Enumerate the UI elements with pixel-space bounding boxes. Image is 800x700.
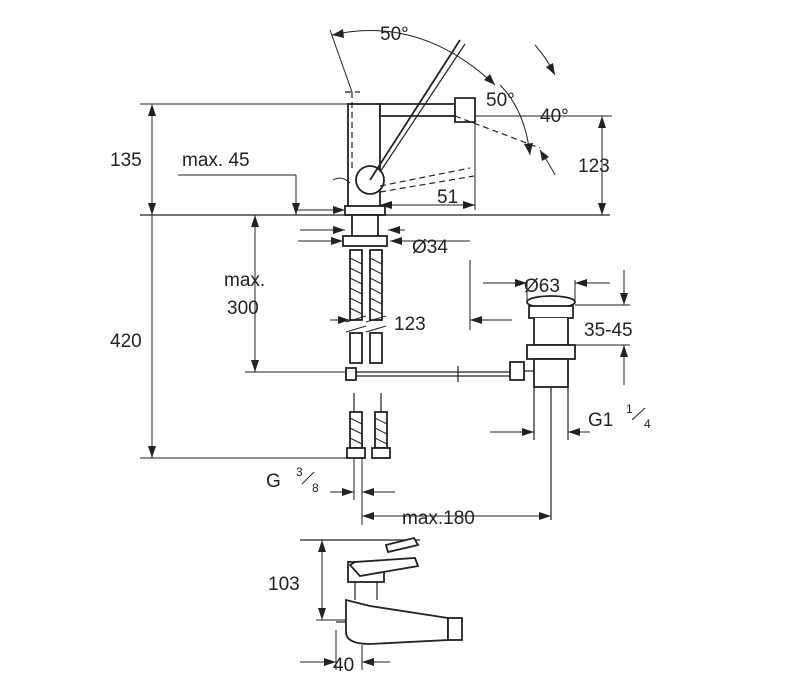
max-300-label-line1: max. bbox=[224, 270, 265, 291]
side-width-label: 40 bbox=[333, 655, 354, 676]
hole-diameter-label: Ø34 bbox=[412, 237, 448, 258]
hose-hatching-right bbox=[369, 257, 383, 315]
side-height-label: 103 bbox=[268, 574, 300, 595]
dimension-lines bbox=[140, 29, 630, 670]
faucet-front-view bbox=[140, 39, 610, 459]
max-45-label: max. 45 bbox=[182, 150, 250, 171]
max-300-label-line2: 300 bbox=[227, 298, 259, 319]
g38-sub-label: 8 bbox=[312, 481, 319, 495]
g1-main-label: G1 bbox=[588, 410, 613, 431]
height-420-label: 420 bbox=[110, 331, 142, 352]
hose-dim-label: 123 bbox=[394, 314, 426, 335]
g1-thread-label: G1 1 4 bbox=[588, 402, 651, 431]
spout-height-label: 123 bbox=[578, 156, 610, 177]
hose-hatching-left bbox=[349, 257, 363, 315]
waste-diameter-label: Ø63 bbox=[524, 276, 560, 297]
faucet-side-view bbox=[300, 536, 463, 645]
g1-sub-label: 4 bbox=[644, 417, 651, 431]
spout-reach-label: 51 bbox=[437, 187, 458, 208]
deck-range-label: 35-45 bbox=[584, 320, 633, 341]
max-180-label: max.180 bbox=[402, 508, 475, 529]
g38-thread-label: G 3 8 bbox=[266, 465, 319, 495]
handle-angle-label: 50° bbox=[486, 90, 515, 111]
total-height-label: 135 bbox=[110, 150, 142, 171]
swivel-angle-label: 50° bbox=[380, 24, 409, 45]
g38-sup-label: 3 bbox=[296, 465, 303, 479]
spout-angle-label: 40° bbox=[540, 106, 569, 127]
g1-sup-label: 1 bbox=[626, 402, 633, 416]
waste-valve bbox=[509, 295, 576, 520]
g38-main-label: G bbox=[266, 471, 281, 492]
